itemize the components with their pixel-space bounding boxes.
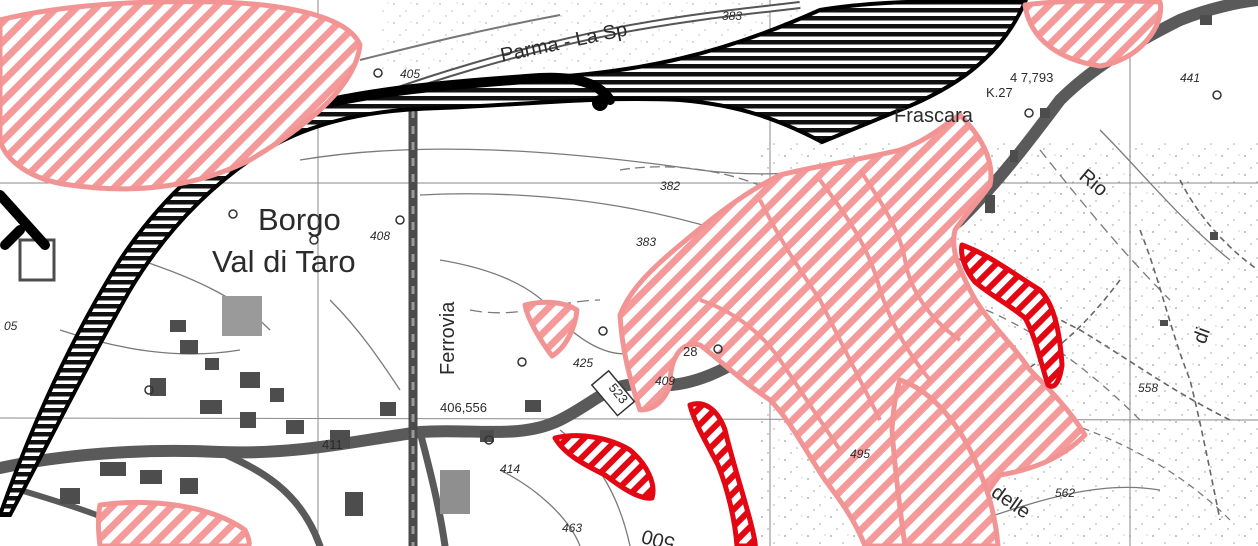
elevation-411: 411 [322, 437, 343, 452]
landslide-areas-active [552, 242, 1065, 546]
elevation-406-556: 406,556 [440, 400, 487, 415]
town-buildings [18, 15, 1218, 516]
elevation-7793: 4 7,793 [1010, 70, 1053, 85]
river-label-di: di [1189, 325, 1215, 347]
elevation-409: 409 [655, 374, 675, 388]
landslide-area-small [522, 299, 580, 359]
elevation-463: 463 [562, 521, 582, 535]
bench-mark-k27: K.27 [986, 85, 1013, 100]
elevation-414: 414 [500, 462, 520, 476]
elevation-495: 495 [850, 447, 870, 461]
landslide-area-southwest [96, 499, 252, 546]
elevation-425: 425 [573, 356, 593, 370]
landslide-inner-outlines [699, 168, 962, 452]
black-band-node [592, 95, 608, 111]
elevation-28: 28 [683, 344, 697, 359]
landslide-active-east [959, 242, 1065, 389]
black-band-edge [285, 72, 615, 117]
elevation-405: 405 [400, 67, 420, 81]
elevation-408: 408 [370, 229, 390, 243]
landslide-area-central [617, 112, 1088, 546]
elevation-441: 441 [1180, 71, 1200, 85]
landslide-active-south [552, 433, 656, 501]
town-name-line1: Borgo [258, 202, 341, 237]
elevation-562: 562 [1055, 486, 1075, 500]
railway-label: Ferrovia [437, 301, 459, 375]
landslide-area-northeast [1022, 0, 1164, 69]
landslide-active-strip [687, 401, 758, 546]
elevation-05: 05 [4, 319, 18, 333]
black-cross-mark [0, 190, 50, 250]
locality-frascara: Frascara [894, 105, 974, 127]
elevation-558: 558 [1138, 381, 1158, 395]
road-number-badge [590, 369, 636, 417]
landslide-area-northwest [0, 0, 363, 192]
elevation-382: 382 [660, 179, 680, 193]
elevation-383-top: 383 [722, 9, 742, 23]
landslide-areas-inactive [0, 0, 1164, 546]
elevation-383: 383 [636, 235, 656, 249]
survey-points [144, 68, 1222, 445]
town-name-line2: Val di Taro [212, 244, 356, 279]
